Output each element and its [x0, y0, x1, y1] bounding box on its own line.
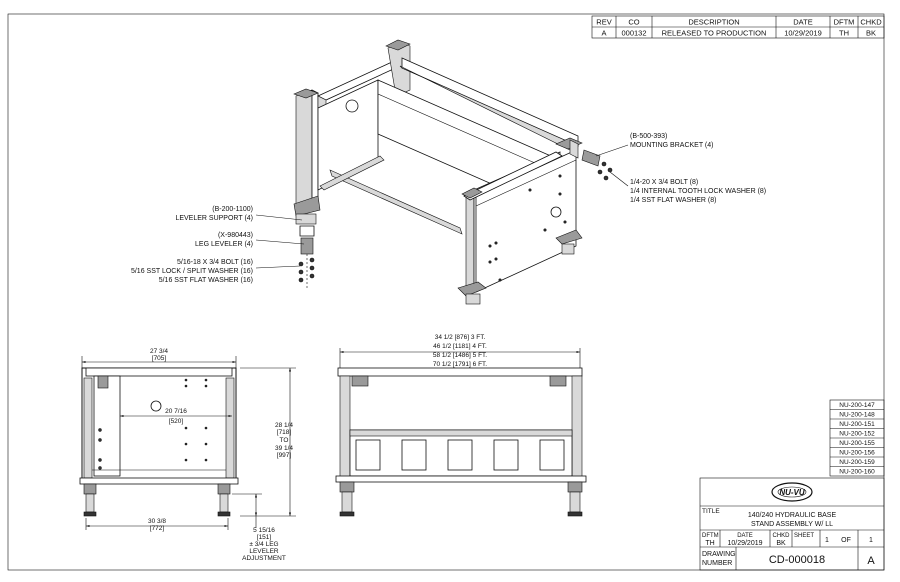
side-leveler-dim-mm: [151] [257, 534, 272, 541]
callout-mounting-bracket-desc: MOUNTING BRACKET (4) [630, 142, 714, 149]
callout-mounting-bracket-part: (B-500-393) [630, 133, 667, 140]
nu-vu-logo: NU-VU [771, 482, 813, 502]
rev-value-rev: A [601, 29, 606, 38]
side-bottom-width: 30 3/8 [148, 518, 166, 525]
part-number-row: NU-200-147 [839, 402, 875, 409]
front-width-5ft: 58 1/2 [1486] 5 FT. [433, 352, 487, 359]
drawing-number-label-1: DRAWING [702, 551, 736, 558]
front-width-3ft: 34 1/2 [876] 3 FT. [435, 334, 486, 341]
side-top-width-mm: [705] [152, 355, 167, 362]
chkd-value: BK [776, 540, 786, 547]
rev-value-chkd: BK [866, 29, 876, 38]
rev-value-co: 000132 [621, 29, 646, 38]
part-number-row: NU-200-156 [839, 450, 875, 457]
date-label: DATE [737, 533, 753, 539]
of-value: 1 [869, 537, 873, 544]
part-number-row: NU-200-159 [839, 459, 875, 466]
side-mid-width-mm: [520] [169, 418, 184, 425]
side-leveler-label: LEVELER [249, 548, 279, 555]
part-number-row: NU-200-155 [839, 440, 875, 447]
side-view [79, 356, 296, 530]
callout-leveler-support-desc: LEVELER SUPPORT (4) [175, 215, 253, 222]
isometric-stand-view [255, 39, 629, 305]
rev-header-date: DATE [793, 18, 812, 27]
rev-value-description: RELEASED TO PRODUCTION [662, 29, 767, 38]
callout-lock-washer: 1/4 INTERNAL TOOTH LOCK WASHER (8) [630, 188, 766, 195]
side-height-min: 28 1/4 [275, 422, 293, 429]
callout-leg-leveler-desc: LEG LEVELER (4) [195, 241, 253, 248]
drawing-number: CD-000018 [769, 554, 825, 566]
callout-flat-washer: 1/4 SST FLAT WASHER (8) [630, 197, 717, 204]
rev-value-dftm: TH [839, 29, 849, 38]
rev-header-chkd: CHKD [860, 18, 882, 27]
title-line-2: STAND ASSEMBLY W/ LL [751, 521, 833, 528]
revision-block: REV CO DESCRIPTION DATE DFTM CHKD A 0001… [591, 15, 885, 39]
side-bottom-width-mm: [772] [150, 525, 165, 532]
front-width-4ft: 46 1/2 [1181] 4 FT. [433, 343, 487, 350]
part-number-row: NU-200-151 [839, 421, 875, 428]
dftm-value: TH [705, 540, 714, 547]
chkd-label: CHKD [772, 533, 790, 539]
side-leveler-adjustment: ADJUSTMENT [242, 555, 286, 562]
rev-header-rev: REV [596, 18, 611, 27]
title-line-1: 140/240 HYDRAULIC BASE [748, 512, 837, 519]
side-height-max-mm: [997] [277, 452, 292, 459]
sheet-label: SHEET [794, 533, 814, 539]
callout-leg-leveler-part: (X-980443) [218, 232, 253, 239]
side-height-max: 39 1/4 [275, 445, 293, 452]
title-block: NU-VU [699, 477, 885, 571]
sheet-border [7, 13, 885, 571]
rev-header-co: CO [628, 18, 639, 27]
title-label: TITLE [702, 508, 720, 515]
rev-header-dftm: DFTM [834, 18, 855, 27]
logo-text: NU-VU [779, 488, 805, 497]
sheet-value: 1 [825, 537, 829, 544]
side-height-min-mm: [718] [277, 429, 292, 436]
title-block-rev: A [867, 555, 875, 567]
side-leveler-dim: 5 15/16 [253, 527, 275, 534]
callout-leveler-flat-washer: 5/16 SST FLAT WASHER (16) [159, 277, 253, 284]
rev-value-date: 10/29/2019 [784, 29, 822, 38]
side-leveler-range: ± 3/4 LEG [249, 541, 278, 548]
callout-bolt: 1/4-20 X 3/4 BOLT (8) [630, 179, 698, 186]
front-width-6ft: 70 1/2 [1791] 6 FT. [433, 361, 487, 368]
side-mid-width: 20 7/16 [165, 408, 187, 415]
side-top-width: 27 3/4 [150, 348, 168, 355]
date-value: 10/29/2019 [727, 540, 762, 547]
callout-leveler-support-part: (B-200-1100) [212, 206, 253, 213]
front-view [335, 348, 587, 517]
callout-leveler-lock-washer: 5/16 SST LOCK / SPLIT WASHER (16) [131, 268, 253, 275]
of-label: OF [841, 537, 851, 544]
drawing-number-label-2: NUMBER [702, 560, 732, 567]
part-number-row: NU-200-152 [839, 431, 875, 438]
part-number-table: NU-200-147 NU-200-148 NU-200-151 NU-200-… [829, 399, 885, 477]
side-height-to: TO [280, 437, 289, 444]
callout-leveler-bolt: 5/16-18 X 3/4 BOLT (16) [177, 259, 253, 266]
part-number-row: NU-200-160 [839, 469, 875, 476]
part-number-row: NU-200-148 [839, 412, 875, 419]
rev-header-description: DESCRIPTION [688, 18, 739, 27]
dftm-label: DFTM [702, 533, 719, 539]
